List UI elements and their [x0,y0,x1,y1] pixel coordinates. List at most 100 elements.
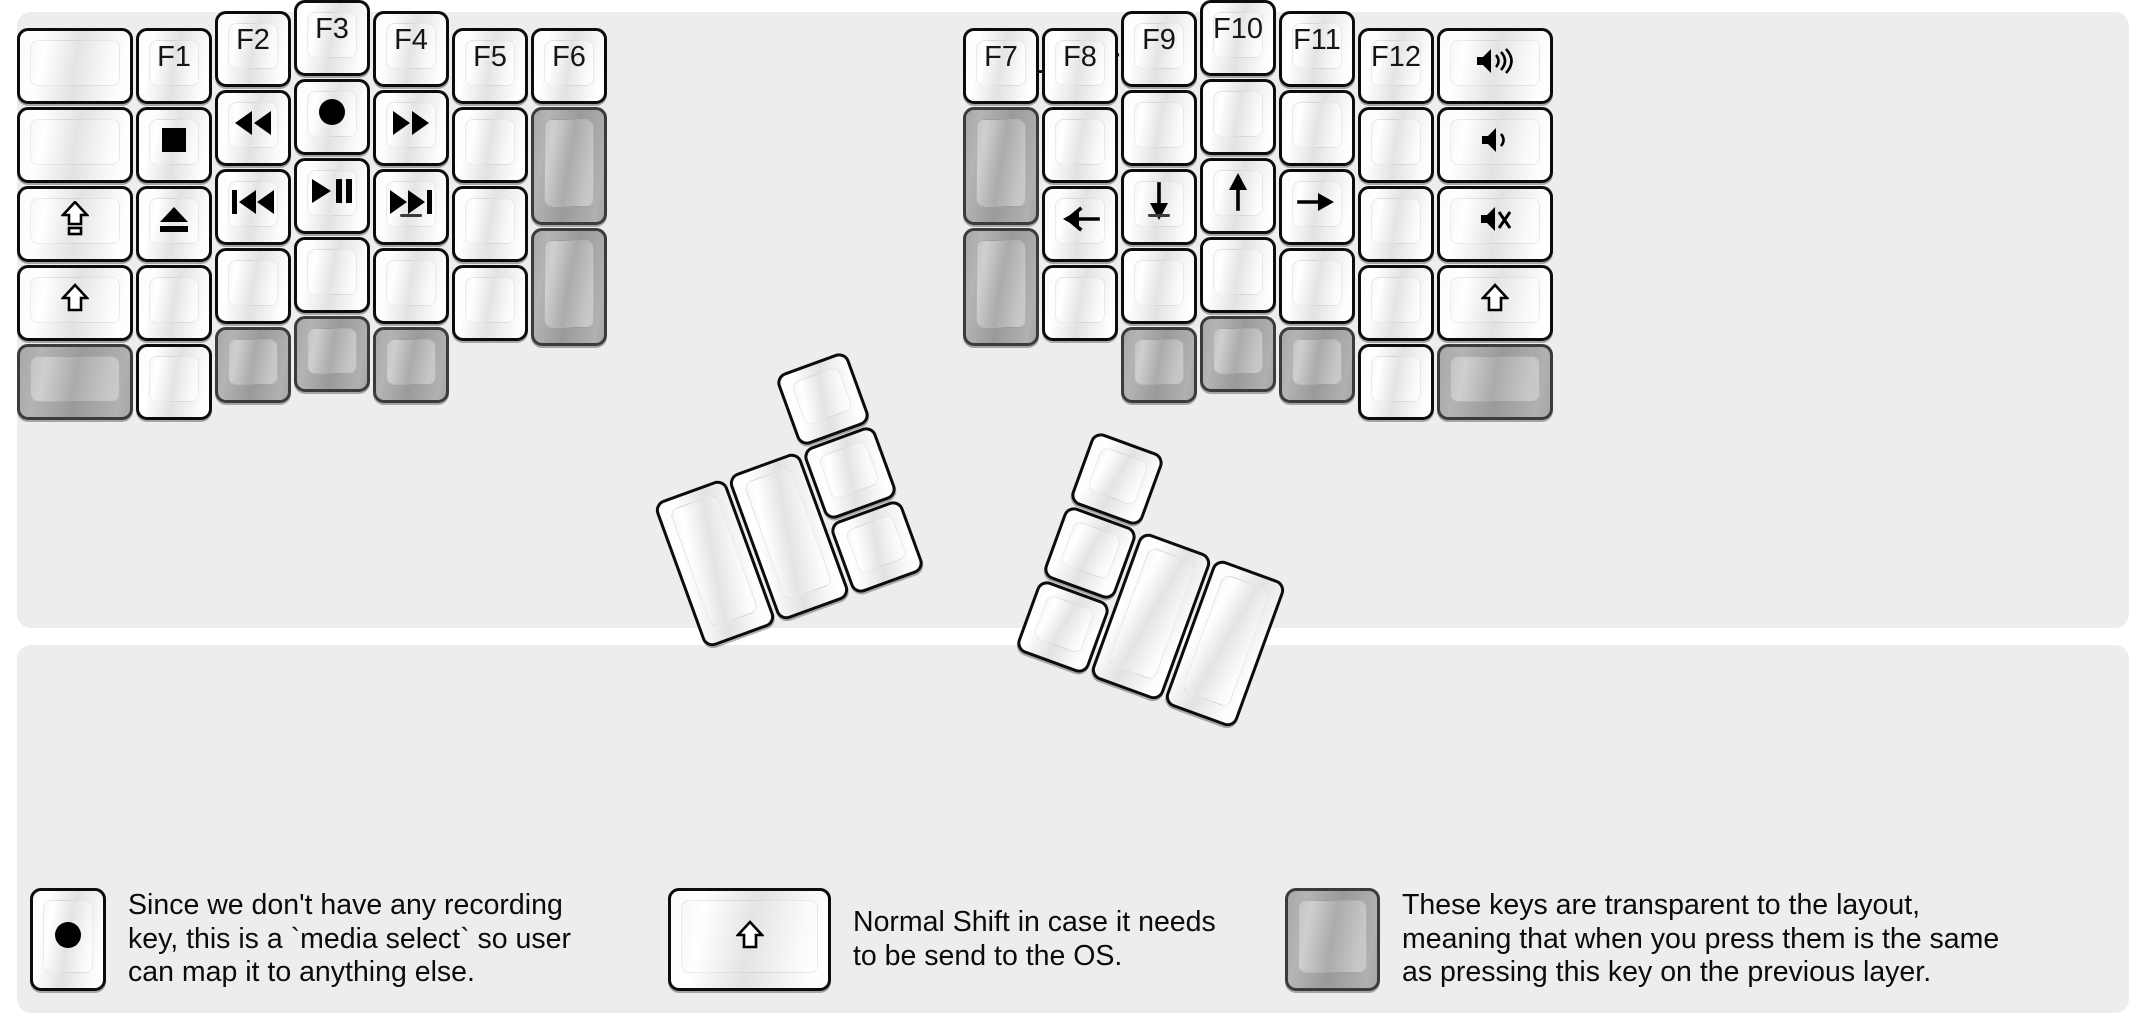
caps-lock-icon [60,200,90,241]
key-right-inner-extra-3[interactable] [963,228,1039,346]
keycap-face [386,102,436,148]
key-right-inner-extra-2[interactable] [963,107,1039,225]
key-left-pinky-4[interactable] [136,265,212,341]
key-right-ring-2[interactable] [1279,90,1355,166]
key-right-outer-pinky-5[interactable] [1437,344,1553,420]
key-right-index-3[interactable] [1121,169,1197,245]
key-left-outer-pinky-1[interactable] [17,28,133,104]
keycap-face [1450,119,1540,165]
legend-text-1: Since we don't have any recording key, t… [128,889,571,989]
key-right-inner-index-3[interactable] [1042,186,1118,262]
arrow-right-icon [1297,189,1337,219]
volume-up-icon [1474,46,1516,80]
key-left-ring-5[interactable] [215,327,291,403]
keycap-face [386,260,436,306]
keycap-face [149,356,199,402]
volume-down-icon [1479,125,1511,159]
key-left-inner-index-4[interactable] [452,265,528,341]
keycap-face [30,198,120,244]
key-right-outer-pinky-3[interactable] [1437,186,1553,262]
key-left-middle-2[interactable] [294,79,370,155]
key-right-pinky-1[interactable]: F12 [1358,28,1434,104]
key-left-index-4[interactable] [373,248,449,324]
media-record-icon [317,97,347,131]
key-left-outer-pinky-5[interactable] [17,344,133,420]
legend-sample-key-1 [30,888,106,991]
key-right-index-1[interactable]: F9 [1121,11,1197,87]
key-left-middle-5[interactable] [294,316,370,392]
legend-sample-key-2 [668,888,831,991]
key-left-middle-4[interactable] [294,237,370,313]
key-left-inner-index-3[interactable] [452,186,528,262]
key-right-outer-pinky-4[interactable] [1437,265,1553,341]
key-right-pinky-2[interactable] [1358,107,1434,183]
key-right-inner-index-4[interactable] [1042,265,1118,341]
legend-item-2: Normal Shift in case it needs to be send… [668,888,1283,991]
media-play-pause-icon [311,178,353,208]
key-left-outer-pinky-2[interactable] [17,107,133,183]
key-left-ring-4[interactable] [215,248,291,324]
key-left-ring-2[interactable] [215,90,291,166]
key-left-inner-index-2[interactable] [452,107,528,183]
media-rewind-icon [233,110,273,140]
key-right-index-5[interactable] [1121,327,1197,403]
key-left-pinky-5[interactable] [136,344,212,420]
key-right-pinky-4[interactable] [1358,265,1434,341]
keycap-face [1055,119,1105,165]
keycap-face [465,198,515,244]
key-left-pinky-3[interactable] [136,186,212,262]
key-right-pinky-3[interactable] [1358,186,1434,262]
arrow-down-icon [1146,182,1172,226]
keycap-face [1086,445,1150,507]
key-left-inner-extra-2[interactable] [531,107,607,225]
key-left-inner-extra-3[interactable] [531,228,607,346]
key-right-ring-1[interactable]: F11 [1279,11,1355,87]
key-left-middle-1[interactable]: F3 [294,0,370,76]
key-left-middle-3[interactable] [294,158,370,234]
shift-icon [734,919,765,954]
key-right-middle-2[interactable] [1200,79,1276,155]
keycap-face [1055,277,1105,323]
key-left-inner-extra-1[interactable]: F6 [531,28,607,104]
keycap-face [1032,594,1096,655]
keycap-face: F7 [976,40,1026,86]
key-right-inner-extra-1[interactable]: F7 [963,28,1039,104]
key-left-pinky-1[interactable]: F1 [136,28,212,104]
keycap-face [1292,181,1342,227]
key-right-middle-3[interactable] [1200,158,1276,234]
key-left-ring-3[interactable] [215,169,291,245]
key-left-index-2[interactable] [373,90,449,166]
key-right-index-4[interactable] [1121,248,1197,324]
key-right-outer-pinky-1[interactable] [1437,28,1553,104]
shift-icon [60,283,90,317]
keycap-face [1292,339,1342,385]
keycap-face [1371,119,1421,165]
keycap-face [1134,260,1184,306]
key-right-middle-1[interactable]: F10 [1200,0,1276,76]
key-right-index-2[interactable] [1121,90,1197,166]
keycap-face [43,900,93,973]
key-right-inner-index-1[interactable]: F8 [1042,28,1118,104]
keycap-face [844,514,908,575]
key-left-outer-pinky-4[interactable] [17,265,133,341]
key-right-ring-4[interactable] [1279,248,1355,324]
key-right-middle-5[interactable] [1200,316,1276,392]
key-right-ring-3[interactable] [1279,169,1355,245]
key-right-ring-5[interactable] [1279,327,1355,403]
keycap-face [1450,356,1540,402]
key-right-inner-index-2[interactable] [1042,107,1118,183]
key-right-middle-4[interactable] [1200,237,1276,313]
key-left-ring-1[interactable]: F2 [215,11,291,87]
key-left-inner-index-1[interactable]: F5 [452,28,528,104]
key-left-index-5[interactable] [373,327,449,403]
key-left-outer-pinky-3[interactable] [17,186,133,262]
key-left-index-3[interactable] [373,169,449,245]
legend-panel [17,645,2129,1013]
keycap-face [30,40,120,86]
key-right-outer-pinky-2[interactable] [1437,107,1553,183]
key-right-pinky-5[interactable] [1358,344,1434,420]
keycap-face: F12 [1371,40,1421,86]
key-left-pinky-2[interactable] [136,107,212,183]
key-left-index-1[interactable]: F4 [373,11,449,87]
